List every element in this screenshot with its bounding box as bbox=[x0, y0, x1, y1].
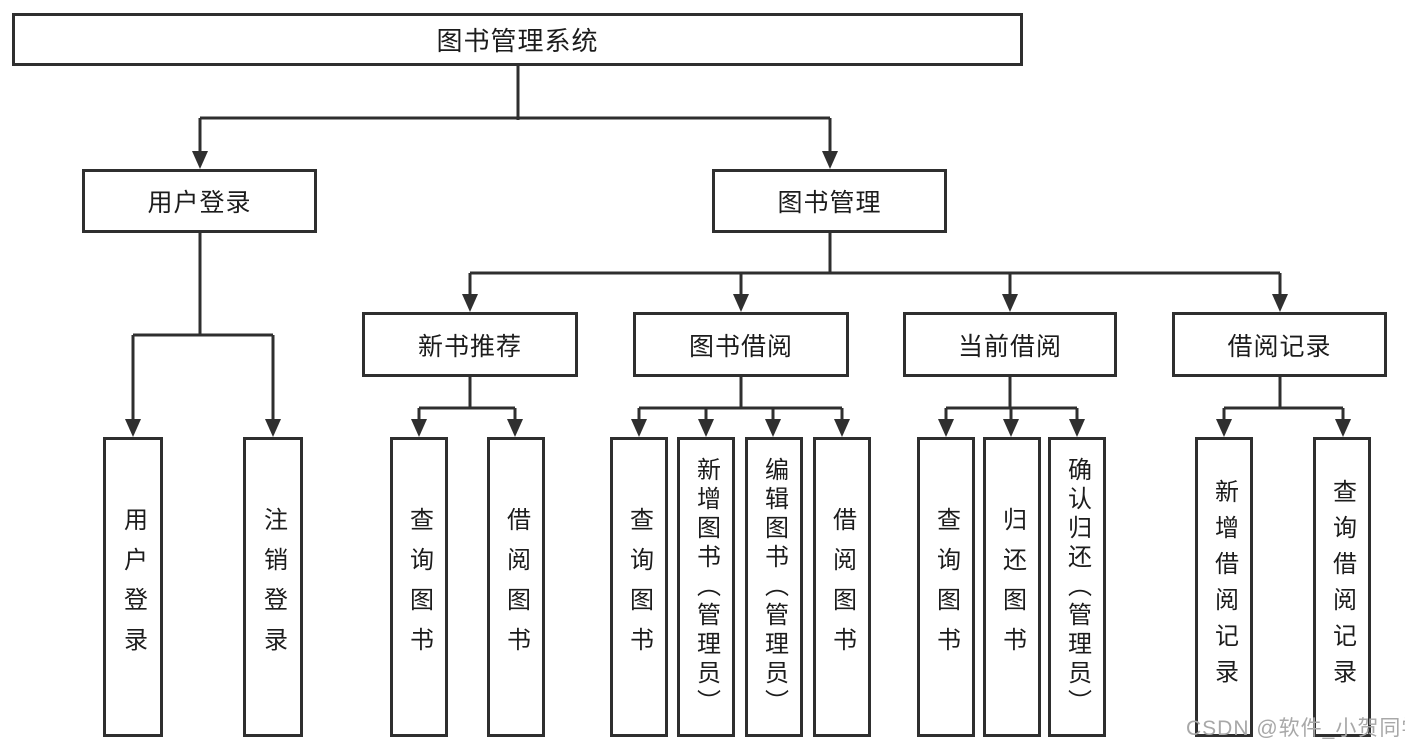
leaf-logout: 注销登录 bbox=[243, 437, 303, 737]
leaf-recommend-borrow-books-label: 借阅图书 bbox=[502, 507, 530, 667]
leaf-borrow-add-books-admin-label: 新增图书（管理员） bbox=[692, 456, 720, 718]
node-book-borrow: 图书借阅 bbox=[633, 312, 849, 377]
arrowhead bbox=[698, 419, 714, 437]
arrowhead bbox=[631, 419, 647, 437]
node-new-book-recommend-label: 新书推荐 bbox=[417, 332, 522, 361]
node-borrow-records-label: 借阅记录 bbox=[1227, 332, 1332, 361]
leaf-user-login-label: 用户登录 bbox=[119, 507, 147, 667]
leaf-recommend-query-books-label: 查询图书 bbox=[405, 507, 433, 667]
node-current-borrow: 当前借阅 bbox=[903, 312, 1117, 377]
watermark: CSDN @软件_小贺同学 bbox=[1186, 717, 1405, 740]
arrowheads bbox=[125, 151, 1351, 437]
leaf-borrow-edit-books-admin-label: 编辑图书（管理员） bbox=[760, 456, 788, 718]
arrowhead bbox=[265, 419, 281, 437]
node-root: 图书管理系统 bbox=[12, 13, 1023, 66]
leaf-current-query-books-label: 查询图书 bbox=[932, 507, 960, 667]
node-new-book-recommend: 新书推荐 bbox=[362, 312, 578, 377]
leaf-current-return-books: 归还图书 bbox=[983, 437, 1041, 737]
leaf-logout-label: 注销登录 bbox=[259, 507, 287, 667]
arrowhead bbox=[765, 419, 781, 437]
node-user-login: 用户登录 bbox=[82, 169, 317, 233]
node-book-management: 图书管理 bbox=[712, 169, 947, 233]
arrowhead bbox=[938, 419, 954, 437]
leaf-recommend-query-books: 查询图书 bbox=[390, 437, 448, 737]
leaf-current-query-books: 查询图书 bbox=[917, 437, 975, 737]
arrowhead bbox=[1002, 294, 1018, 312]
arrowhead bbox=[1216, 419, 1232, 437]
node-book-borrow-label: 图书借阅 bbox=[688, 332, 793, 361]
node-root-label: 图书管理系统 bbox=[436, 26, 599, 56]
arrowhead bbox=[192, 151, 208, 169]
leaf-borrow-query-books-label: 查询图书 bbox=[625, 507, 653, 667]
leaf-records-add-borrow-record-label: 新增借阅记录 bbox=[1210, 479, 1238, 695]
node-current-borrow-label: 当前借阅 bbox=[957, 332, 1062, 361]
leaf-records-query-borrow-record-label: 查询借阅记录 bbox=[1328, 479, 1356, 695]
leaf-recommend-borrow-books: 借阅图书 bbox=[487, 437, 545, 737]
arrowhead bbox=[822, 151, 838, 169]
leaf-current-confirm-return-admin-label: 确认归还（管理员） bbox=[1063, 456, 1091, 718]
node-user-login-label: 用户登录 bbox=[147, 189, 252, 217]
arrowhead bbox=[834, 419, 850, 437]
leaf-borrow-borrow-books: 借阅图书 bbox=[813, 437, 871, 737]
arrowhead bbox=[1335, 419, 1351, 437]
leaf-current-return-books-label: 归还图书 bbox=[998, 507, 1026, 667]
node-borrow-records: 借阅记录 bbox=[1172, 312, 1387, 377]
arrowhead bbox=[507, 419, 523, 437]
arrowhead bbox=[733, 294, 749, 312]
leaf-records-query-borrow-record: 查询借阅记录 bbox=[1313, 437, 1371, 737]
arrowhead bbox=[1003, 419, 1019, 437]
arrowhead bbox=[411, 419, 427, 437]
leaf-user-login: 用户登录 bbox=[103, 437, 163, 737]
node-book-management-label: 图书管理 bbox=[777, 189, 882, 217]
arrowhead bbox=[462, 294, 478, 312]
leaf-borrow-edit-books-admin: 编辑图书（管理员） bbox=[745, 437, 803, 737]
leaf-records-add-borrow-record: 新增借阅记录 bbox=[1195, 437, 1253, 737]
arrowhead bbox=[1272, 294, 1288, 312]
leaf-current-confirm-return-admin: 确认归还（管理员） bbox=[1048, 437, 1106, 737]
leaf-borrow-add-books-admin: 新增图书（管理员） bbox=[677, 437, 735, 737]
connector-paths bbox=[131, 66, 1345, 421]
arrowhead bbox=[125, 419, 141, 437]
leaf-borrow-query-books: 查询图书 bbox=[610, 437, 668, 737]
leaf-borrow-borrow-books-label: 借阅图书 bbox=[828, 507, 856, 667]
arrowhead bbox=[1069, 419, 1085, 437]
